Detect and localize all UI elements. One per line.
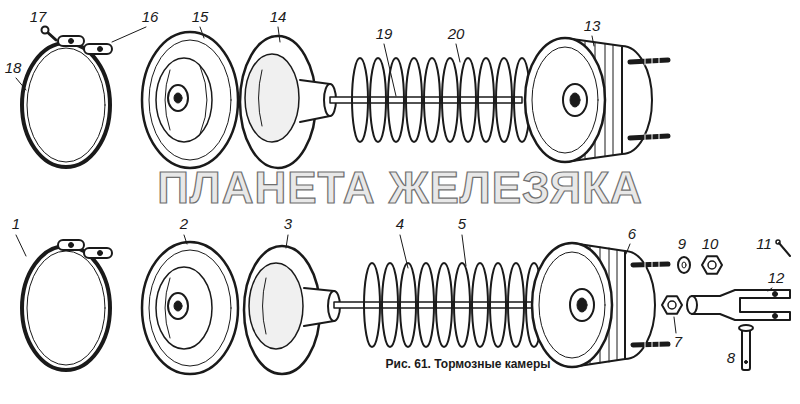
callout-number: 8 — [727, 350, 735, 365]
callout-number: 5 — [458, 216, 466, 231]
callout-number: 3 — [284, 216, 292, 231]
callout-number: 15 — [192, 9, 209, 24]
callout-number: 7 — [674, 334, 682, 349]
callout-number: 13 — [584, 18, 601, 33]
callout-number: 20 — [448, 26, 465, 41]
callout-number: 12 — [768, 270, 785, 285]
callout-number: 2 — [180, 216, 188, 231]
figure-caption: Рис. 61. Тормозные камеры — [386, 358, 551, 370]
callout-number: 1 — [12, 216, 20, 231]
callout-number: 17 — [30, 9, 47, 24]
callout-number: 4 — [396, 216, 404, 231]
callout-number: 6 — [628, 226, 636, 241]
callout-number: 19 — [376, 26, 393, 41]
callout-number: 18 — [5, 60, 22, 75]
callout-number: 16 — [142, 9, 159, 24]
watermark: ПЛАНЕТА ЖЕЛЕЗЯКА — [157, 166, 643, 210]
callout-number: 10 — [702, 236, 719, 251]
callout-number: 11 — [756, 236, 772, 251]
callout-number: 9 — [678, 236, 686, 251]
callout-number: 14 — [270, 9, 287, 24]
